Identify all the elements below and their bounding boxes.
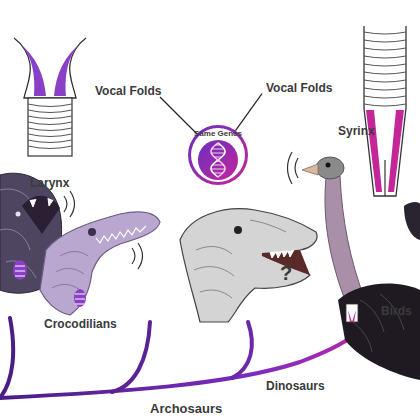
structure-label: Vocal Folds: [266, 82, 332, 95]
larynx-drawing: [14, 38, 86, 156]
gene-link: [160, 97, 197, 134]
syrinx-group: Vocal FoldsSyrinx: [262, 22, 420, 202]
structure-label: Larynx: [30, 177, 69, 190]
question-mark: ?: [280, 262, 292, 284]
structure-label: Vocal Folds: [95, 85, 161, 98]
trex-head: [180, 209, 317, 322]
ostrich: [288, 152, 420, 380]
structure-label: Syrinx: [338, 125, 375, 138]
gene-label: Same Genes: [188, 130, 248, 139]
larynx-group: Vocal FoldsLarynx: [10, 30, 160, 195]
clade-label: Archosaurs: [150, 402, 222, 416]
clade-label: Crocodilians: [44, 318, 117, 331]
gene-circle: Same Genes: [188, 125, 248, 185]
clade-label: Birds: [381, 305, 412, 318]
gene-link: [235, 94, 262, 131]
clade-label: Dinosaurs: [266, 380, 325, 393]
crocodile-head: [40, 212, 160, 315]
syrinx-drawing: [364, 26, 406, 196]
phylogeny-tree: [0, 296, 380, 398]
